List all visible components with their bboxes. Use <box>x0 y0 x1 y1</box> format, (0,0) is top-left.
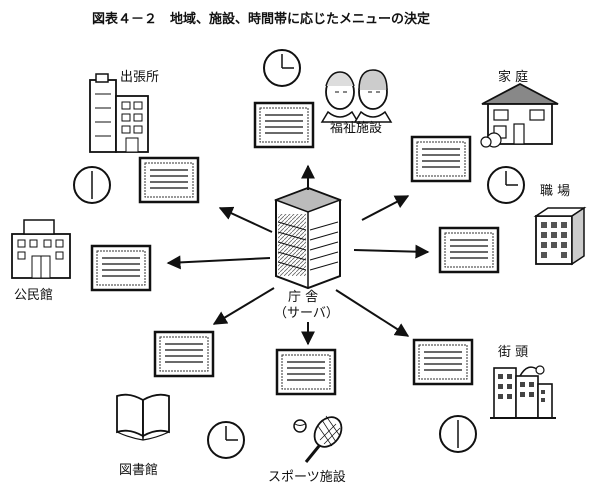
clock-icon <box>73 166 111 204</box>
clock-icon <box>439 415 477 453</box>
arrow-to-library <box>212 287 275 325</box>
menu-screen-icon <box>412 338 474 386</box>
tennis-racket-icon <box>293 415 343 463</box>
menu-screen-icon <box>90 244 152 292</box>
label-server-role: （サーバ） <box>274 306 339 321</box>
label-sports-facility: スポーツ施設 <box>268 470 346 485</box>
label-branch-office: 出張所 <box>120 70 160 85</box>
clock-icon <box>487 166 525 204</box>
label-library: 図書館 <box>119 463 159 478</box>
community-hall-icon <box>11 219 71 279</box>
street-buildings-icon <box>490 365 556 419</box>
arrows <box>166 164 430 346</box>
clock-icon <box>263 49 301 87</box>
menu-screen-icon <box>138 156 200 204</box>
elderly-people-icon <box>320 69 393 123</box>
menu-screen-icon <box>438 226 500 274</box>
arrow-to-community-hall <box>166 255 271 270</box>
office-building-icon <box>533 206 587 266</box>
house-icon <box>480 82 559 148</box>
label-home: 家 庭 <box>498 70 529 85</box>
label-welfare-facility: 福祉施設 <box>330 121 383 136</box>
clock-icon <box>207 421 245 459</box>
arrow-to-workplace <box>353 244 430 259</box>
figure-title: 図表４－２ 地域、施設、時間帯に応じたメニューの決定 <box>92 12 431 27</box>
label-community-hall: 公民館 <box>14 288 54 303</box>
menu-screen-icon <box>275 348 337 396</box>
open-book-icon <box>116 393 170 441</box>
label-street: 街 頭 <box>498 345 529 360</box>
arrow-to-street <box>335 289 410 337</box>
arrow-to-home <box>361 195 410 221</box>
server-building-icon <box>273 186 343 290</box>
label-server-name: 庁 舎 <box>288 290 319 305</box>
menu-screen-icon <box>253 101 315 149</box>
menu-screen-icon <box>153 330 215 378</box>
menu-screen-icon <box>410 135 472 183</box>
label-workplace: 職 場 <box>540 184 571 199</box>
branch-office-icon <box>89 73 149 153</box>
arrow-to-branch <box>218 206 273 233</box>
